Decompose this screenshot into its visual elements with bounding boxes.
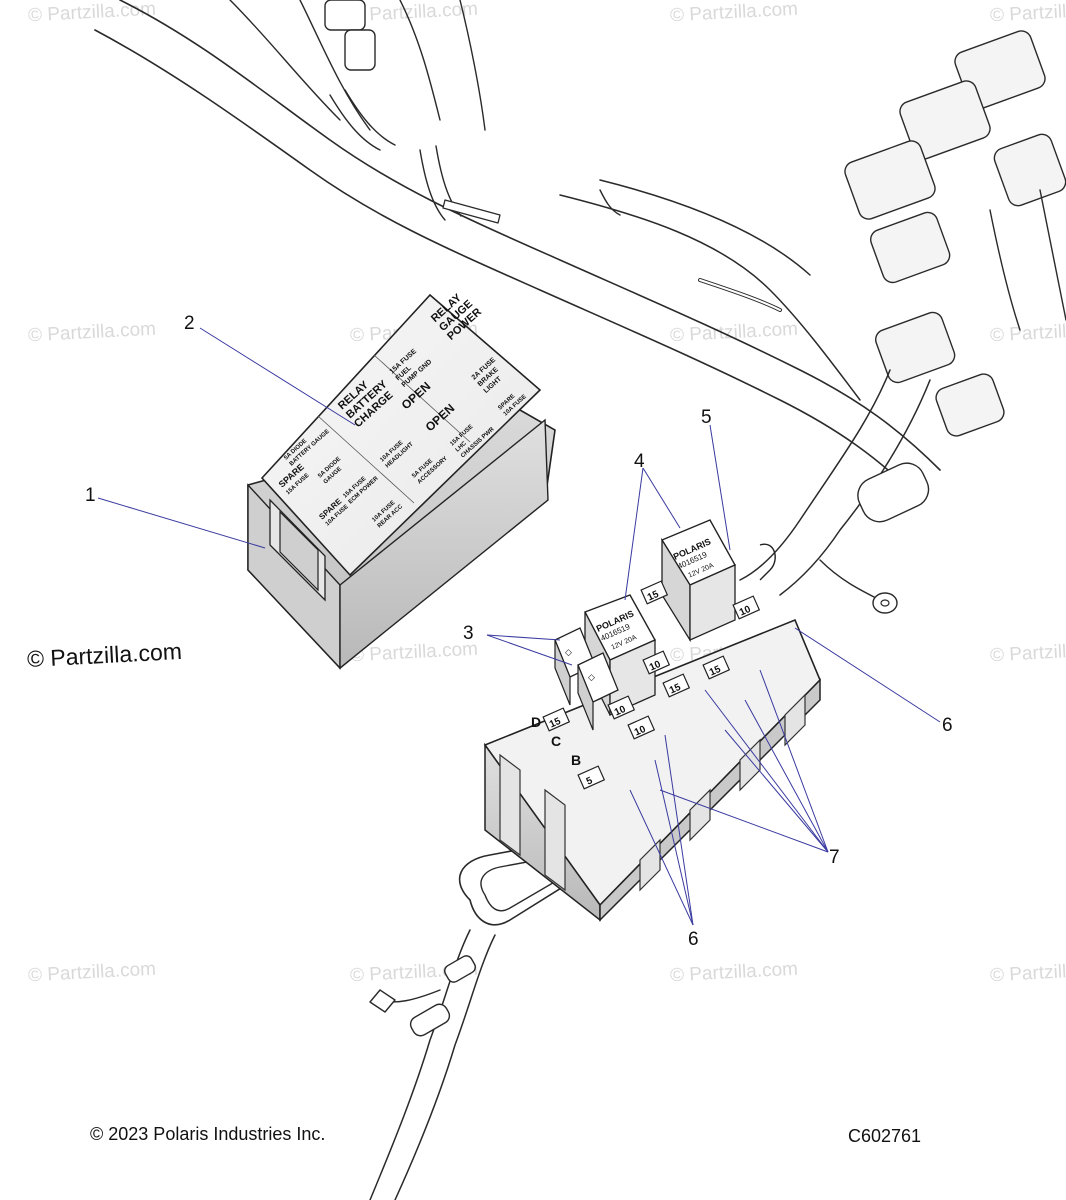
- fuse-box: POLARIS 4016519 12V 20A POLARIS 4016519 …: [483, 519, 821, 922]
- relay: POLARIS 4016519 12V 20A: [660, 519, 736, 643]
- row-letter: C: [551, 733, 561, 749]
- callout-7: 7: [829, 847, 840, 868]
- wire-harness: [94, 0, 1066, 1200]
- fuse-rating: 10: [613, 704, 628, 719]
- callout-6: 6: [688, 929, 699, 950]
- callout-1: 1: [85, 485, 96, 506]
- leader-lines: [97, 327, 941, 926]
- callout-5: 5: [701, 407, 712, 428]
- row-letter: D: [531, 714, 541, 730]
- fuse-rating: 15: [668, 682, 683, 697]
- callout-6: 6: [942, 715, 953, 736]
- fuse-rating: 15: [646, 589, 661, 604]
- fuse-rating: 10: [648, 659, 663, 674]
- fuse-rating: 5: [585, 775, 595, 787]
- fuse-rating: 15: [708, 664, 723, 679]
- fuse-rating: 10: [738, 604, 753, 619]
- diode: ◇: [577, 652, 619, 731]
- fuse-rating: 10: [633, 724, 648, 739]
- callout-3: 3: [463, 623, 474, 644]
- row-letter: B: [571, 752, 581, 768]
- diagram-code: C602761: [848, 1126, 922, 1146]
- copyright-notice: © 2023 Polaris Industries Inc.: [90, 1124, 326, 1144]
- callout-2: 2: [184, 313, 195, 334]
- svg-text:◇: ◇: [588, 672, 595, 682]
- fuse-rating: 15: [548, 716, 563, 731]
- svg-text:◇: ◇: [565, 647, 572, 657]
- callout-4: 4: [634, 451, 645, 472]
- fuse-box-cover: RELAY GAUGE POWER 15A FUSE FUEL PUMP GND…: [247, 291, 556, 670]
